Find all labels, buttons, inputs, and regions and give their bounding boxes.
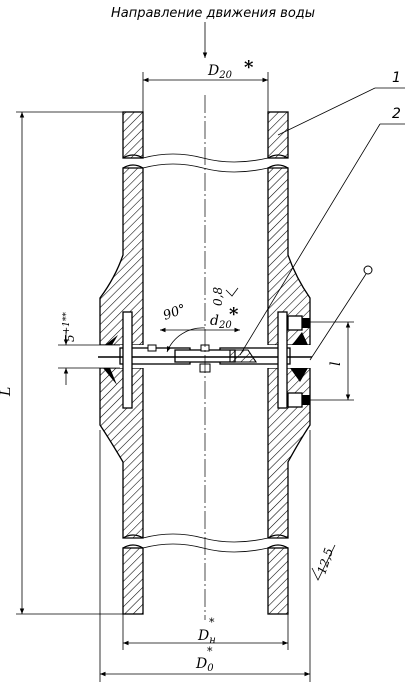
inner-diameter-dimension: D20 * [142, 57, 269, 112]
orifice-diameter-dimension: d20 * 0,8 [160, 287, 240, 333]
callout-pipe: 1 [277, 70, 405, 136]
overall-length-dimension: L [0, 111, 123, 615]
tap-spacing-dimension: l [310, 321, 354, 401]
gap-dimension: 5+1** [58, 312, 120, 385]
callout-pipe-number: 1 [392, 70, 401, 86]
callout-orifice-plate: 2 [239, 106, 405, 356]
gap-label: 5+1** [62, 312, 77, 342]
lower-pipe-section [122, 547, 289, 615]
callout-orifice-plate-number: 2 [392, 106, 401, 122]
pipe-body-with-hub [99, 167, 311, 539]
pressure-taps [287, 315, 310, 408]
flange-diameter-dimension: D0 * [99, 430, 311, 682]
orifice-diameter-asterisk: * [229, 304, 239, 325]
inner-diameter-asterisk: * [244, 57, 254, 78]
roughness-symbol: 12,5 [311, 544, 337, 581]
edge-dimension-label: 0,8 [211, 287, 225, 306]
flange-diameter-label: D0 [195, 656, 214, 674]
angle-dimension: 90° [161, 302, 206, 353]
flange-diameter-asterisk: * [207, 645, 213, 658]
orifice-plate-assembly [98, 311, 312, 409]
orifice-diameter-label: d20 [210, 313, 232, 331]
overall-length-label: L [0, 387, 14, 397]
outer-diameter-dimension: Dн * [122, 614, 289, 650]
outer-diameter-asterisk: * [209, 616, 215, 629]
outer-diameter-label: Dн [197, 628, 216, 646]
flow-direction-label: Направление движения воды [111, 6, 315, 21]
tap-spacing-label: l [328, 362, 344, 366]
callout-pressure-tap [309, 265, 373, 361]
inner-diameter-label: D20 [207, 63, 233, 81]
roughness-label: 12,5 [315, 546, 337, 576]
angle-label: 90° [161, 302, 188, 324]
upper-pipe-section [122, 111, 289, 163]
